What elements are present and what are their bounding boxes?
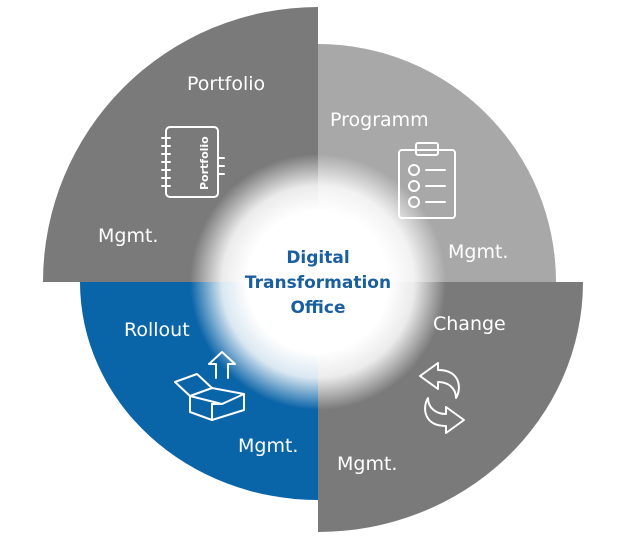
change-title: Change	[433, 313, 506, 335]
box-upload-icon	[174, 351, 245, 421]
center-title-line2: Transformation	[245, 273, 391, 293]
programm-mgmt: Mgmt.	[448, 241, 508, 263]
center-glow	[190, 154, 446, 410]
clipboard-checklist-icon	[398, 142, 456, 219]
programm-title: Programm	[330, 109, 429, 131]
rollout-mgmt: Mgmt.	[238, 435, 298, 457]
center-title-line3: Office	[290, 298, 345, 318]
rollout-title: Rollout	[124, 319, 190, 341]
portfolio-binder-spine-text: Portfolio	[198, 136, 211, 190]
change-mgmt: Mgmt.	[337, 453, 397, 475]
portfolio-mgmt: Mgmt.	[98, 225, 158, 247]
portfolio-title: Portfolio	[187, 73, 265, 95]
cycle-arrows-icon	[419, 362, 465, 434]
portfolio-binder-icon: Portfolio	[161, 126, 225, 198]
center-title-line1: Digital	[286, 248, 349, 268]
